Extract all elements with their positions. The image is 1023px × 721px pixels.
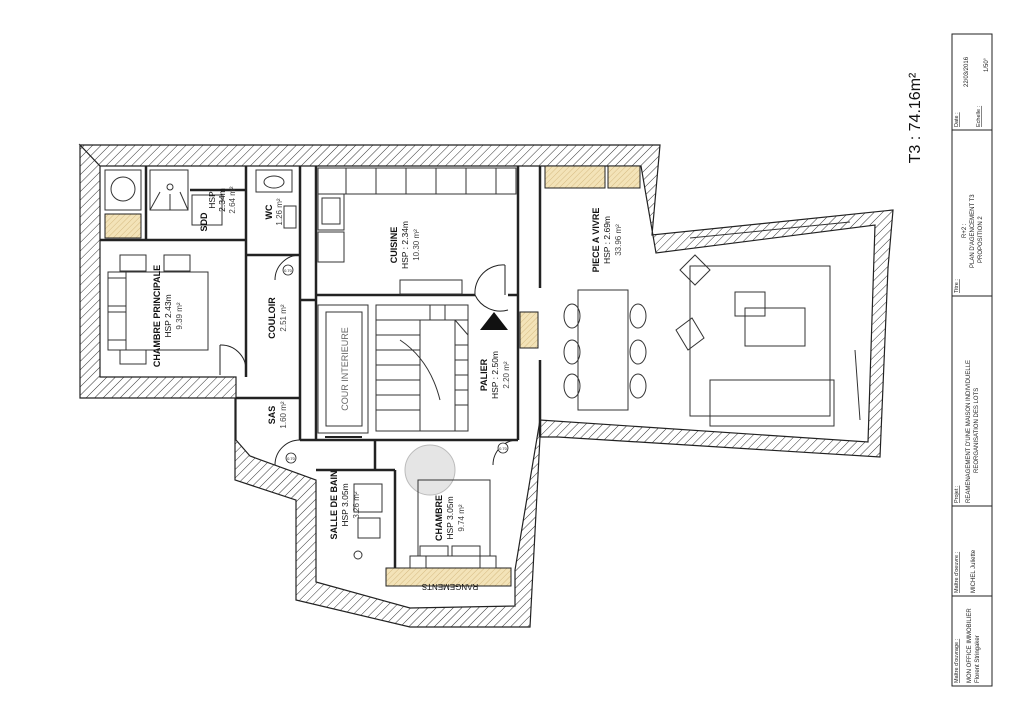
room-name: CHAMBRE PRINCIPALE bbox=[152, 265, 162, 367]
tb-maitre-ouvrage-line2: Florent Stringaker bbox=[975, 635, 981, 683]
exterior-walls bbox=[78, 143, 894, 628]
room-piece-a-vivre: PIECE A VIVRE HSP : 2.69m 33.96 m² bbox=[591, 208, 623, 273]
room-palier: PALIER HSP : 2.50m 2.20 m² bbox=[479, 351, 511, 399]
room-name: COULOIR bbox=[267, 297, 277, 339]
area-title: T3 : 74.16m² bbox=[907, 72, 924, 163]
room-area: 10.30 m² bbox=[412, 229, 421, 261]
tb-projet-line2: REORGANISATION DES LOTS bbox=[974, 388, 980, 473]
tb-projet-line1: REAMENAGEMENT D'UNE MAISON INDIVIDUELLE bbox=[966, 360, 972, 503]
area-title-text: T3 : 74.16m² bbox=[907, 72, 924, 163]
room-chambre: CHAMBRE HSP 3.05m 9.74 m² bbox=[434, 495, 466, 541]
room-hsp: HSP : 2.69m bbox=[602, 216, 612, 264]
tb-date-value: 22/03/2016 bbox=[964, 56, 970, 87]
tb-titre-line2: PLAN D'AGENCEMENT T3 bbox=[970, 194, 976, 268]
room-area: 2.51 m² bbox=[279, 304, 288, 331]
tb-echelle-value: 1/50° bbox=[984, 57, 990, 72]
room-hsp: HSP 3.05m bbox=[340, 483, 350, 526]
tb-titre-line1: R+2 : bbox=[962, 223, 968, 238]
room-hsp: HSP 3.05m bbox=[445, 496, 455, 539]
tb-echelle-label: Echelle : bbox=[976, 105, 982, 127]
room-name: PIECE A VIVRE bbox=[591, 208, 601, 273]
room-area: 33.96 m² bbox=[614, 224, 623, 256]
room-area: 1.60 m² bbox=[279, 401, 288, 428]
room-hsp-value: 2.34m bbox=[217, 188, 227, 212]
room-hsp: HSP bbox=[207, 191, 217, 209]
room-area: 2.20 m² bbox=[502, 361, 511, 388]
tb-date-label: Date : bbox=[954, 112, 960, 127]
storage-hatch bbox=[385, 567, 512, 587]
door-tag-marker bbox=[282, 264, 294, 276]
room-name: PALIER bbox=[479, 358, 489, 391]
stair-direction-arrow bbox=[480, 312, 508, 330]
tb-maitre-oeuvre-value: MICHEL Juliette bbox=[971, 549, 977, 593]
interior-walls bbox=[100, 166, 542, 570]
tb-maitre-oeuvre-label: Maître d'oeuvre : bbox=[954, 551, 960, 593]
room-chambre-principale: CHAMBRE PRINCIPALE HSP 2.43m 9.39 m² bbox=[152, 265, 184, 367]
room-name: CHAMBRE bbox=[434, 495, 444, 541]
room-area: 9.74 m² bbox=[457, 504, 466, 531]
door-swings bbox=[219, 254, 519, 466]
door-tag: 0.70 bbox=[284, 268, 293, 273]
tb-maitre-ouvrage-line1: MON OFFICE IMMOBILIER bbox=[967, 608, 973, 683]
room-cour-interieure: COUR INTERIEURE bbox=[340, 327, 350, 411]
door-tag-marker bbox=[497, 442, 509, 454]
room-area: 1.26 m² bbox=[275, 198, 284, 225]
storage-hatch bbox=[544, 165, 606, 189]
room-name: SDD bbox=[199, 212, 209, 232]
room-name: WC bbox=[264, 204, 274, 219]
room-wc: WC 1.26 m² bbox=[264, 198, 284, 225]
room-salle-de-bain: SALLE DE BAIN HSP 3.05m 3.26 m² bbox=[329, 470, 361, 539]
storage-hatch bbox=[519, 311, 539, 349]
door-tag: 0.70 bbox=[499, 446, 508, 451]
room-area: 3.26 m² bbox=[352, 491, 361, 518]
room-hsp: HSP : 2.50m bbox=[490, 351, 500, 399]
room-sas: SAS 1.60 m² bbox=[267, 401, 288, 428]
tb-titre-label: Titre : bbox=[954, 279, 960, 293]
fixtures bbox=[104, 167, 861, 569]
room-rangements: RANGEMENTS bbox=[422, 582, 478, 591]
room-area: 2.64 m² bbox=[228, 186, 237, 213]
storage-hatch bbox=[104, 213, 142, 239]
door-tag: 0.70 bbox=[287, 456, 296, 461]
room-hsp: HSP : 2.34m bbox=[400, 221, 410, 269]
room-cuisine: CUISINE HSP : 2.34m 10.30 m² bbox=[389, 221, 421, 269]
room-name: RANGEMENTS bbox=[422, 582, 478, 591]
storage-hatch bbox=[607, 165, 641, 189]
door-tag-marker bbox=[285, 452, 297, 464]
room-area: 9.39 m² bbox=[175, 302, 184, 329]
room-sdd: SDD HSP 2.34m 2.64 m² bbox=[199, 186, 237, 231]
room-name: SALLE DE BAIN bbox=[329, 470, 339, 539]
room-couloir: COULOIR 2.51 m² bbox=[267, 297, 288, 339]
room-name: SAS bbox=[267, 406, 277, 425]
title-block: Maître d'ouvrage : MON OFFICE IMMOBILIER… bbox=[951, 33, 993, 687]
tb-titre-line3: PROPOSITION 2 bbox=[978, 216, 984, 263]
tb-maitre-ouvrage-label: Maître d'ouvrage : bbox=[954, 638, 960, 683]
room-name: COUR INTERIEURE bbox=[340, 327, 350, 411]
room-name: CUISINE bbox=[389, 227, 399, 264]
tb-projet-label: Projet : bbox=[954, 485, 960, 503]
room-hsp: HSP 2.43m bbox=[163, 294, 173, 337]
